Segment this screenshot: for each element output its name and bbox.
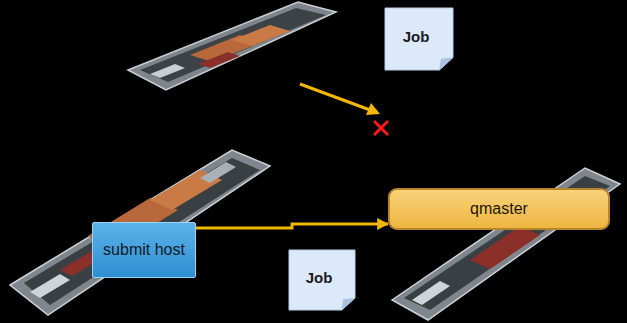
server-blade (128, 2, 336, 90)
server-blade (10, 150, 270, 315)
flow-arrow (196, 224, 388, 228)
job-note: Job (289, 250, 355, 310)
submit-host-box: submit host (92, 222, 196, 278)
arrowhead (366, 103, 380, 115)
node-label: submit host (103, 241, 185, 259)
qmaster-box: qmaster (388, 188, 610, 230)
rejected-arrow (300, 84, 370, 110)
node-label: Job (306, 269, 333, 286)
job-note: Job (385, 8, 453, 70)
node-label: qmaster (470, 200, 528, 218)
node-label: Job (403, 28, 430, 45)
reject-cross (374, 121, 388, 135)
